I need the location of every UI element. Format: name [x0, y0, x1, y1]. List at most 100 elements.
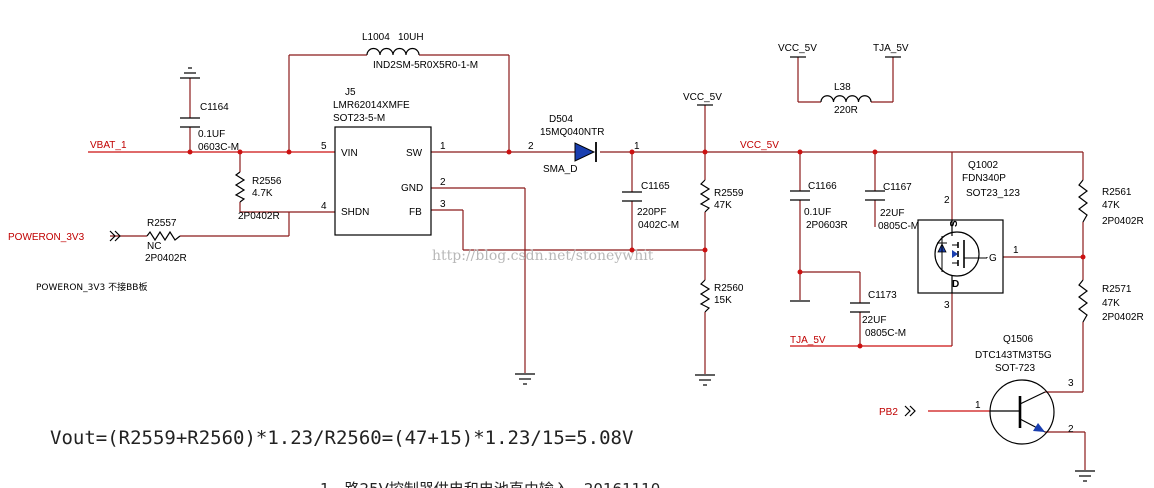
c1164-ref: C1164 — [200, 102, 229, 113]
q1002-pin-s: S — [949, 220, 960, 227]
q1506-package: SOT-723 — [995, 363, 1035, 374]
r2556-value: 4.7K — [252, 188, 273, 199]
r2571-ref: R2571 — [1102, 284, 1132, 295]
d504-package: SMA_D — [543, 164, 577, 175]
resistor-r2560-symbol — [699, 279, 711, 313]
r2557-ref: R2557 — [147, 218, 177, 229]
q1002-ref: Q1002 — [968, 160, 998, 171]
c1166-value: 0.1UF — [804, 207, 831, 218]
c1165-value: 220PF — [637, 207, 666, 218]
q1002-package: SOT23_123 — [966, 188, 1020, 199]
r2571-value: 47K — [1102, 298, 1120, 309]
net-label-pb2: PB2 — [879, 407, 898, 418]
capacitor-c1165-symbol — [622, 191, 642, 202]
q1002-part: FDN340P — [962, 173, 1006, 184]
bottom-note: 1、路25V控制器供电和电池直由输入，20161110 — [320, 480, 660, 488]
resistor-r2559-symbol — [699, 179, 711, 213]
resistor-r2561-symbol — [1078, 179, 1088, 223]
c1166-ref: C1166 — [808, 181, 837, 192]
ic-j5-body — [334, 126, 432, 236]
c1173-ref: C1173 — [868, 290, 897, 301]
capacitor-c1166-symbol — [790, 190, 810, 201]
c1164-value: 0.1UF — [198, 129, 225, 140]
ground-symbol-j5 — [515, 373, 535, 385]
r2559-value: 47K — [714, 200, 732, 211]
capacitor-c1164-symbol — [180, 117, 200, 128]
d504-ref: D504 — [549, 114, 573, 125]
ground-symbol-r2560 — [695, 374, 715, 386]
pb2-input-arrow — [904, 405, 916, 417]
junctions — [187, 149, 1086, 349]
r2557-value: NC — [147, 241, 161, 252]
j5-pin-num-sw: 1 — [440, 141, 446, 152]
net-label-vcc5v-rail: VCC_5V — [740, 140, 779, 151]
r2560-value: 15K — [714, 295, 732, 306]
j5-part: LMR62014XMFE — [333, 100, 410, 111]
capacitor-c1173-symbol — [850, 302, 870, 313]
r2561-footprint: 2P0402R — [1102, 216, 1144, 227]
resistor-r2557-symbol — [146, 230, 181, 242]
q1002-num-gate: 1 — [1013, 245, 1019, 256]
net-label-tja5v-l38: TJA_5V — [873, 43, 909, 54]
j5-pin-vin: VIN — [341, 148, 358, 159]
r2556-footprint: 2P0402R — [238, 211, 280, 222]
l1004-value: 10UH — [398, 32, 424, 43]
r2561-value: 47K — [1102, 200, 1120, 211]
j5-pin-num-gnd: 2 — [440, 177, 446, 188]
r2557-footprint: 2P0402R — [145, 253, 187, 264]
mosfet-q1002-symbol — [917, 219, 1004, 294]
j5-pin-num-shdn: 4 — [321, 201, 327, 212]
r2561-ref: R2561 — [1102, 187, 1132, 198]
q1506-part: DTC143TM3T5G — [975, 350, 1052, 361]
c1164-footprint: 0603C-M — [198, 142, 239, 153]
poweron-note: POWERON_3V3 不接BB板 — [36, 281, 148, 293]
r2556-ref: R2556 — [252, 176, 282, 187]
net-label-vbat: VBAT_1 — [90, 140, 127, 151]
j5-package: SOT23-5-M — [333, 113, 385, 124]
j5-pin-num-fb: 3 — [440, 199, 446, 210]
q1002-num-top: 2 — [944, 195, 950, 206]
capacitor-c1167-symbol — [865, 190, 885, 201]
net-label-poweron: POWERON_3V3 — [8, 232, 85, 243]
net-label-tja5v-bottom: TJA_5V — [790, 335, 826, 346]
r2559-ref: R2559 — [714, 188, 744, 199]
q1506-pin-c: 3 — [1068, 378, 1074, 389]
c1173-value: 22UF — [862, 315, 886, 326]
j5-pin-fb: FB — [409, 207, 422, 218]
r2571-footprint: 2P0402R — [1102, 312, 1144, 323]
vout-formula: Vout=(R2559+R2560)*1.23/R2560=(47+15)*1.… — [50, 427, 633, 449]
c1167-ref: C1167 — [883, 182, 912, 193]
c1167-footprint: 0805C-M — [878, 221, 919, 232]
c1166-footprint: 2P0603R — [806, 220, 848, 231]
q1002-num-bottom: 3 — [944, 300, 950, 311]
c1167-value: 22UF — [880, 208, 904, 219]
j5-pin-sw: SW — [406, 148, 423, 159]
ground-symbol-c1164 — [180, 67, 200, 79]
net-label-vcc5v-l38: VCC_5V — [778, 43, 817, 54]
inductor-l38-symbol — [820, 95, 872, 103]
d504-pin-a: 2 — [528, 141, 534, 152]
ground-symbol-q1506 — [1075, 470, 1095, 482]
diode-d504-symbol — [574, 142, 597, 162]
l1004-footprint: IND2SM-5R0X5R0-1-M — [373, 60, 478, 71]
l38-ref: L38 — [834, 82, 851, 93]
inductor-l1004-symbol — [366, 47, 420, 56]
q1506-pin-b: 1 — [975, 400, 981, 411]
poweron-input-arrow — [109, 230, 121, 242]
d504-part: 15MQ040NTR — [540, 127, 604, 138]
d504-pin-k: 1 — [634, 141, 640, 152]
wires — [88, 54, 1086, 470]
c1165-ref: C1165 — [641, 181, 670, 192]
l38-value: 220R — [834, 105, 858, 116]
q1002-pin-d: D — [952, 279, 959, 290]
q1506-ref: Q1506 — [1003, 334, 1033, 345]
j5-pin-num-vin: 5 — [321, 141, 327, 152]
c1173-footprint: 0805C-M — [865, 328, 906, 339]
c1165-footprint: 0402C-M — [638, 220, 679, 231]
watermark: http://blog.csdn.net/stoneywhit — [432, 248, 654, 264]
j5-pin-gnd: GND — [401, 183, 423, 194]
j5-pin-shdn: SHDN — [341, 207, 369, 218]
q1002-pin-g: G — [989, 253, 997, 264]
